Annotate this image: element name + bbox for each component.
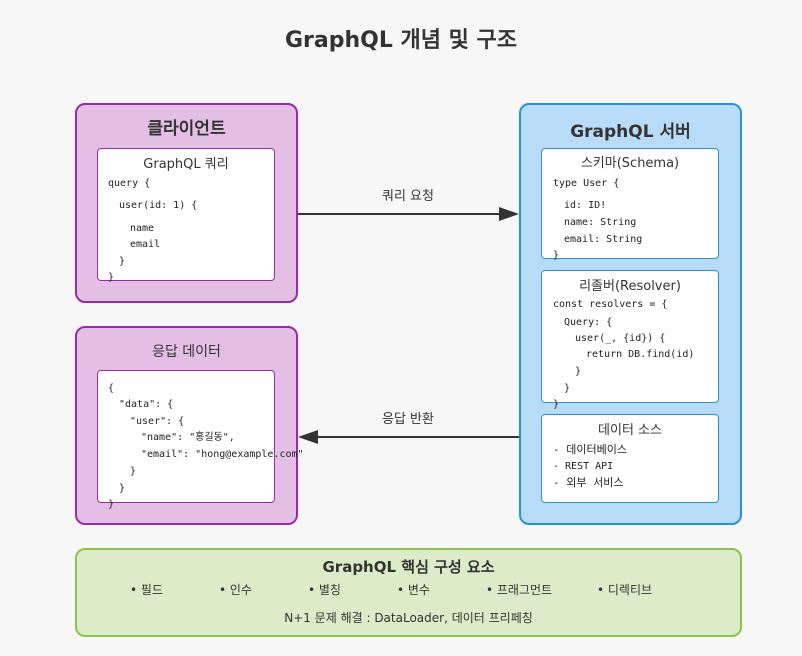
server-title: GraphQL 서버 — [570, 122, 691, 142]
resolver-line: } — [553, 399, 560, 410]
resolver-line: } — [564, 383, 571, 394]
query-line: } — [108, 272, 115, 283]
core-item: • 필드 — [130, 583, 163, 597]
resolver-line: const resolvers = { — [553, 299, 668, 310]
diagram-title: GraphQL 개념 및 구조 — [284, 28, 518, 53]
datasource-box — [541, 414, 719, 503]
core-title: GraphQL 핵심 구성 요소 — [322, 558, 495, 576]
resolver-line: user(_, {id}) { — [575, 333, 666, 344]
query-line: email — [130, 239, 161, 250]
query-box-title: GraphQL 쿼리 — [143, 157, 229, 172]
core-item: • 별칭 — [308, 583, 341, 597]
response-line: } — [108, 499, 115, 510]
core-panel — [75, 548, 742, 637]
resolver-box — [541, 270, 719, 403]
core-item: • 인수 — [219, 583, 252, 597]
request-arrowhead — [499, 207, 519, 221]
query-box — [97, 148, 275, 281]
schema-line: id: ID! — [564, 200, 607, 211]
schema-line: } — [553, 250, 560, 261]
resolver-line: Query: { — [564, 317, 613, 328]
request-label: 쿼리 요청 — [382, 189, 434, 204]
resolver-line: } — [575, 366, 582, 377]
resolver-title: 리졸버(Resolver) — [579, 279, 681, 294]
response-label: 응답 반환 — [382, 412, 434, 427]
response-line: } — [130, 466, 137, 477]
response-line: { — [108, 383, 115, 394]
query-line: } — [119, 256, 126, 267]
query-line: query { — [108, 178, 151, 189]
response-line: "email": "hong@example.com" — [141, 449, 304, 460]
response-line: "name": "홍길동", — [141, 432, 235, 443]
core-item: • 변수 — [397, 583, 430, 597]
response-line: "user": { — [130, 416, 185, 427]
datasource-item: - 외부 서비스 — [553, 476, 624, 489]
response-box — [97, 370, 275, 503]
schema-box — [541, 148, 719, 259]
core-item: • 디렉티브 — [597, 583, 653, 597]
response-arrowhead — [298, 430, 318, 444]
client-title: 클라이언트 — [147, 119, 226, 139]
schema-title: 스키마(Schema) — [580, 156, 680, 171]
resolver-line: return DB.find(id) — [586, 349, 695, 360]
response-line: } — [119, 483, 126, 494]
response-line: "data": { — [119, 399, 174, 410]
schema-line: type User { — [553, 178, 620, 189]
datasource-item: - 데이터베이스 — [553, 443, 627, 456]
datasource-item: - REST API — [553, 461, 614, 472]
core-item: • 프래그먼트 — [486, 583, 553, 597]
query-line: user(id: 1) { — [119, 200, 198, 211]
query-line: name — [130, 223, 155, 234]
schema-line: name: String — [564, 217, 637, 228]
datasource-title: 데이터 소스 — [598, 423, 662, 438]
core-note: N+1 문제 해결 : DataLoader, 데이터 프리페칭 — [284, 611, 533, 625]
response-title: 응답 데이터 — [152, 344, 221, 360]
schema-line: email: String — [564, 234, 643, 245]
